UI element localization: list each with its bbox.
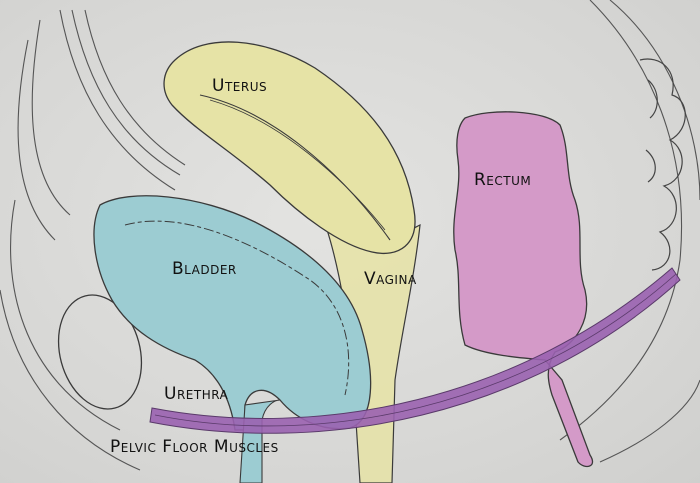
uterine-cavity-line-inner: [209, 99, 386, 231]
rectum-shape: [453, 111, 594, 468]
uterine-cavity-line: [199, 94, 391, 241]
label-urethra: Urethra: [164, 384, 229, 404]
bladder-shape: [93, 195, 372, 431]
background-sketch-lines: [0, 0, 700, 471]
uterus-shape: [163, 41, 416, 254]
colon-sketch: [639, 58, 686, 271]
pelvic-floor-muscle-band: [149, 267, 681, 434]
label-uterus: Uterus: [212, 76, 268, 96]
label-rectum: Rectum: [474, 170, 532, 190]
pubic-bone: [57, 294, 143, 410]
muscle-fiber-line: [154, 273, 677, 427]
label-pelvic-floor-muscles: Pelvic Floor Muscles: [110, 437, 279, 457]
label-bladder: Bladder: [172, 259, 237, 279]
bladder-inner-wall: [124, 220, 350, 396]
label-vagina: Vagina: [364, 269, 417, 289]
